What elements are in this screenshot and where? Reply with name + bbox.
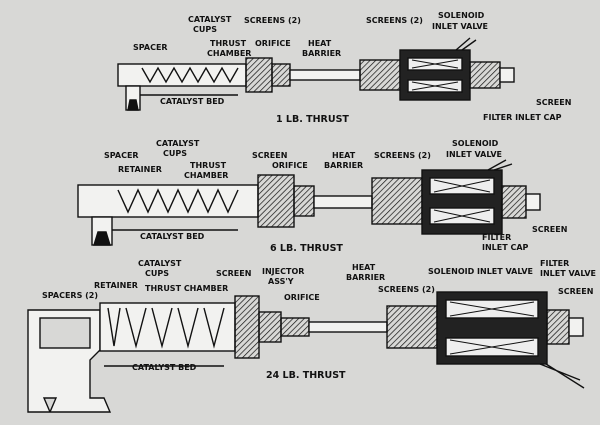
labels-24lb: SPACERS (2) RETAINER CATALYST CUPS THRUS… bbox=[42, 259, 596, 381]
screen-block bbox=[234, 295, 260, 359]
label-catalyst-cups-1: CATALYST bbox=[156, 139, 200, 148]
label-screen: SCREEN bbox=[558, 287, 593, 296]
label-thrust-chamber-2: CHAMBER bbox=[184, 171, 228, 180]
heat-barrier-tube bbox=[308, 321, 388, 333]
label-retainer: RETAINER bbox=[118, 165, 162, 174]
label-heat-barrier-2: BARRIER bbox=[302, 49, 341, 58]
labels-6lb: SPACER RETAINER CATALYST CUPS THRUST CHA… bbox=[104, 139, 567, 254]
label-screen-top: SCREEN bbox=[252, 151, 287, 160]
label-catalyst-cups-2: CUPS bbox=[145, 269, 169, 278]
label-catalyst-cups-2: CUPS bbox=[163, 149, 187, 158]
thruster-1lb bbox=[117, 37, 515, 111]
lead-wires bbox=[455, 37, 477, 51]
label-filter-inlet-cap-1: FILTER bbox=[482, 233, 511, 242]
catalyst-cups bbox=[107, 307, 225, 349]
label-solenoid-1: SOLENOID bbox=[438, 11, 485, 20]
label-solenoid: SOLENOID INLET VALVE bbox=[428, 267, 533, 276]
heat-barrier-tube bbox=[289, 69, 361, 81]
caption-1lb: 1 LB. THRUST bbox=[276, 114, 349, 125]
heat-barrier-tube bbox=[313, 195, 373, 209]
label-thrust-chamber-1: THRUST bbox=[210, 39, 247, 48]
screens-block-2 bbox=[371, 177, 423, 225]
orifice-block bbox=[280, 317, 310, 337]
label-heat-barrier-2: BARRIER bbox=[346, 273, 385, 282]
inlet-fitting bbox=[568, 317, 584, 337]
label-thrust-chamber-1: THRUST bbox=[190, 161, 227, 170]
caption-24lb: 24 LB. THRUST bbox=[266, 370, 346, 381]
label-heat-barrier-2: BARRIER bbox=[324, 161, 363, 170]
screens-block bbox=[245, 57, 273, 93]
label-screen: SCREEN bbox=[536, 98, 571, 107]
label-filter-inlet-cap-2: INLET CAP bbox=[482, 243, 529, 252]
label-catalyst-cups-1: CATALYST bbox=[138, 259, 182, 268]
label-screen: SCREEN bbox=[532, 225, 567, 234]
label-screen-top: SCREEN bbox=[216, 269, 251, 278]
filter-inlet-cap bbox=[501, 185, 527, 219]
label-screens-1: SCREENS (2) bbox=[244, 16, 301, 25]
label-orifice: ORIFICE bbox=[272, 161, 308, 170]
injector-assy bbox=[258, 311, 282, 343]
label-filter-inlet-cap: FILTER INLET CAP bbox=[483, 113, 562, 122]
labels-1lb: SPACER CATALYST CUPS THRUST CHAMBER SCRE… bbox=[133, 11, 571, 125]
label-solenoid-1: SOLENOID bbox=[452, 139, 499, 148]
label-spacers: SPACERS (2) bbox=[42, 291, 98, 300]
lead-wires bbox=[487, 159, 513, 171]
filter-inlet-valve bbox=[546, 309, 570, 345]
orifice-block bbox=[271, 63, 291, 87]
label-screens: SCREENS (2) bbox=[378, 285, 435, 294]
label-catalyst-cups-2: CUPS bbox=[193, 25, 217, 34]
label-catalyst-cups-1: CATALYST bbox=[188, 15, 232, 24]
filter-inlet-cap bbox=[469, 61, 501, 89]
inlet-fitting bbox=[525, 193, 541, 211]
label-screens-2: SCREENS (2) bbox=[366, 16, 423, 25]
label-heat-barrier-1: HEAT bbox=[332, 151, 356, 160]
catalyst-cups bbox=[141, 66, 239, 84]
label-thrust-chamber: THRUST CHAMBER bbox=[145, 284, 228, 293]
label-orifice: ORIFICE bbox=[284, 293, 320, 302]
nozzle-throat bbox=[127, 99, 139, 111]
lead-wires bbox=[539, 363, 585, 389]
screens-block-2 bbox=[359, 59, 401, 91]
catalyst-cups bbox=[117, 188, 239, 214]
label-filter-inlet-valve-2: INLET VALVE bbox=[540, 269, 596, 278]
label-filter-inlet-valve-1: FILTER bbox=[540, 259, 569, 268]
nozzle-throat bbox=[93, 231, 111, 246]
orifice-block bbox=[293, 185, 315, 217]
label-catalyst-bed: CATALYST BED bbox=[160, 97, 225, 106]
screens-block bbox=[257, 174, 295, 228]
caption-6lb: 6 LB. THRUST bbox=[270, 243, 343, 254]
label-spacer: SPACER bbox=[133, 43, 168, 52]
thruster-24lb bbox=[27, 291, 585, 413]
label-injector-1: INJECTOR bbox=[262, 267, 304, 276]
label-catalyst-bed: CATALYST BED bbox=[140, 232, 205, 241]
label-catalyst-bed: CATALYST BED bbox=[132, 363, 197, 372]
label-solenoid-2: INLET VALVE bbox=[432, 22, 488, 31]
label-heat-barrier-1: HEAT bbox=[352, 263, 376, 272]
label-retainer: RETAINER bbox=[94, 281, 138, 290]
label-screens: SCREENS (2) bbox=[374, 151, 431, 160]
label-injector-2: ASS'Y bbox=[268, 277, 294, 286]
label-heat-barrier-1: HEAT bbox=[308, 39, 332, 48]
inlet-fitting bbox=[499, 67, 515, 83]
screens-block bbox=[386, 305, 438, 349]
label-thrust-chamber-2: CHAMBER bbox=[207, 49, 251, 58]
label-orifice: ORIFICE bbox=[255, 39, 291, 48]
bracket-window bbox=[39, 317, 91, 349]
label-solenoid-2: INLET VALVE bbox=[446, 150, 502, 159]
thruster-6lb bbox=[77, 159, 541, 246]
label-spacer: SPACER bbox=[104, 151, 139, 160]
